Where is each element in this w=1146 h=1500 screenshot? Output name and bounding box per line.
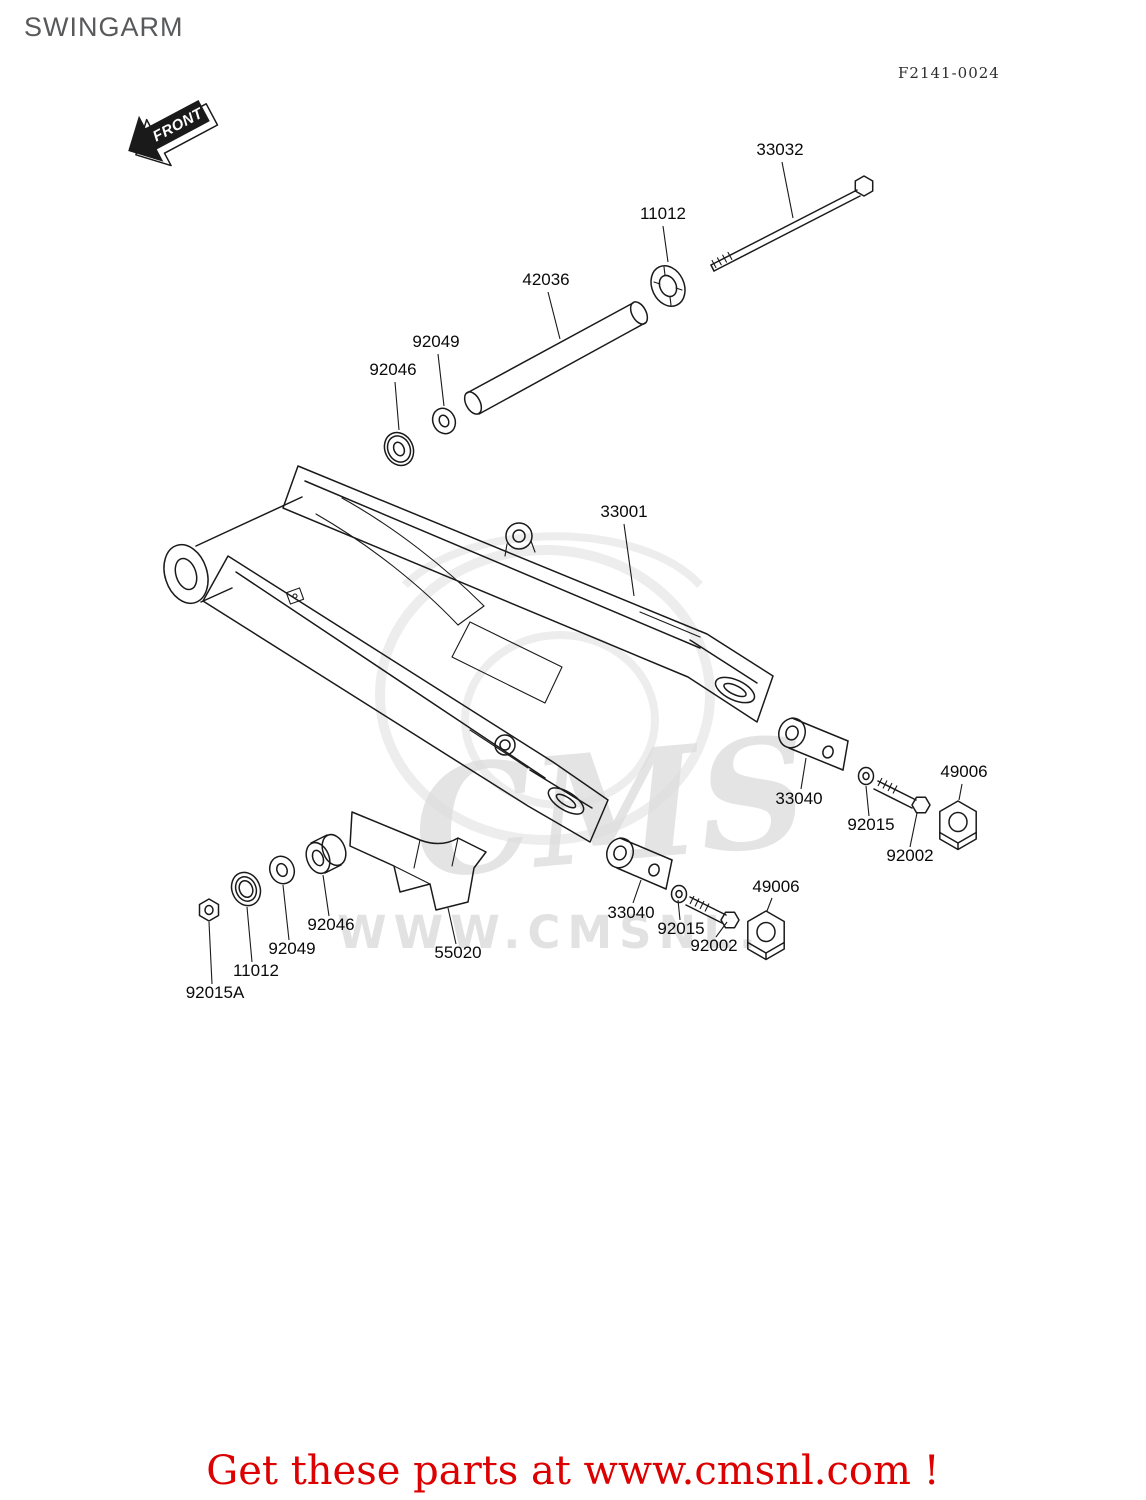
leader-line-92002-lower [715,921,728,938]
leader-line-33032 [781,161,794,219]
cross-member [451,621,563,704]
part-label-33040-lower: 33040 [607,903,654,922]
pivot-tube-end [163,543,209,605]
leader-line-49006-right [958,783,963,801]
page-title: SWINGARM [24,12,184,42]
pivot-shaft [710,175,874,272]
collar-42036 [463,301,649,415]
watermark-main-text: CMS [407,703,815,913]
part-label-49006-right: 49006 [940,762,987,781]
bearing-92046-top [383,431,415,467]
pivot-tube-bore [174,557,198,591]
leader-line-92015-lower [677,899,681,921]
part-label-11012-top: 11012 [640,204,686,223]
figure-code: F2141-0024 [898,64,1000,82]
collar-11012-lowerleft [230,871,262,907]
axle-slot-right [714,676,756,704]
part-label-92046-top: 92046 [369,360,416,379]
leader-line-33040-right [800,757,807,790]
part-label-92046-lowerleft: 92046 [307,915,354,934]
bushing-92046-lowerleft [305,833,347,875]
chain-adjuster-lower [606,837,673,890]
leader-line-92049-lowerleft [282,884,290,941]
washer-92049-top [431,407,457,435]
washer-92015-lower [670,884,688,904]
part-label-92002-right: 92002 [886,846,933,865]
upper-arm-tab [505,522,533,550]
front-arrow: FRONT [128,99,219,167]
watermark-sub-text: WWW.CMSNL. [337,906,763,959]
lower-arm-tab [494,734,516,756]
pivot-shaft-head [854,175,874,197]
part-label-92015-right: 92015 [847,815,894,834]
part-label-42036: 42036 [522,270,569,289]
part-label-33001: 33001 [600,502,647,521]
bearing-11012-top [650,265,686,307]
leader-line-55020 [447,907,457,945]
bolt-92002-right [873,777,931,814]
chain-adjuster-right [778,717,849,771]
part-labels: 3303211012420369204992046330013304092015… [186,140,988,1002]
leader-line-11012-top [662,225,669,263]
part-label-92002-lower: 92002 [690,936,737,955]
part-label-55020: 55020 [434,943,481,962]
swingarm-body [163,465,774,843]
leader-line-33001 [623,523,635,597]
part-label-92049-top: 92049 [412,332,459,351]
part-label-49006-lower: 49006 [752,877,799,896]
front-arrow-shape [128,99,210,162]
leader-line-92015A [208,921,213,985]
nut-49006-lower [747,910,785,961]
washer-92049-lowerleft [268,855,296,885]
nut-49006-right [939,800,977,851]
leader-line-42036 [547,291,561,340]
leader-line-49006-lower [766,897,773,912]
leader-line-92015-right [865,785,870,817]
leader-line-92046-top [394,381,400,431]
front-arrow-shadow [135,103,219,167]
leader-line-92046-lowerleft [322,874,330,917]
part-label-11012-lowerleft: 11012 [233,961,279,980]
part-label-33040-right: 33040 [775,789,822,808]
watermark: CMS WWW.CMSNL. [337,532,815,959]
part-label-92049-lowerleft: 92049 [268,939,315,958]
leader-line-92049-top [437,353,445,407]
leader-line-11012-lowerleft [246,906,253,963]
axle-slot-left [547,787,585,815]
part-label-33032: 33032 [756,140,803,159]
leader-line-92002-right [909,812,918,848]
chain-guard-55020 [349,811,487,911]
footer-cta-link[interactable]: Get these parts at www.cmsnl.com ! [206,1448,940,1494]
lower-arm [202,555,609,843]
washer-92015-right [857,766,875,786]
part-label-92015A: 92015A [186,983,245,1002]
part-label-92015-lower: 92015 [657,919,704,938]
upper-arm [282,465,774,723]
leader-line-33040-lower [632,879,642,904]
nut-92015A [198,898,220,922]
bolt-92002-lower [685,895,740,929]
